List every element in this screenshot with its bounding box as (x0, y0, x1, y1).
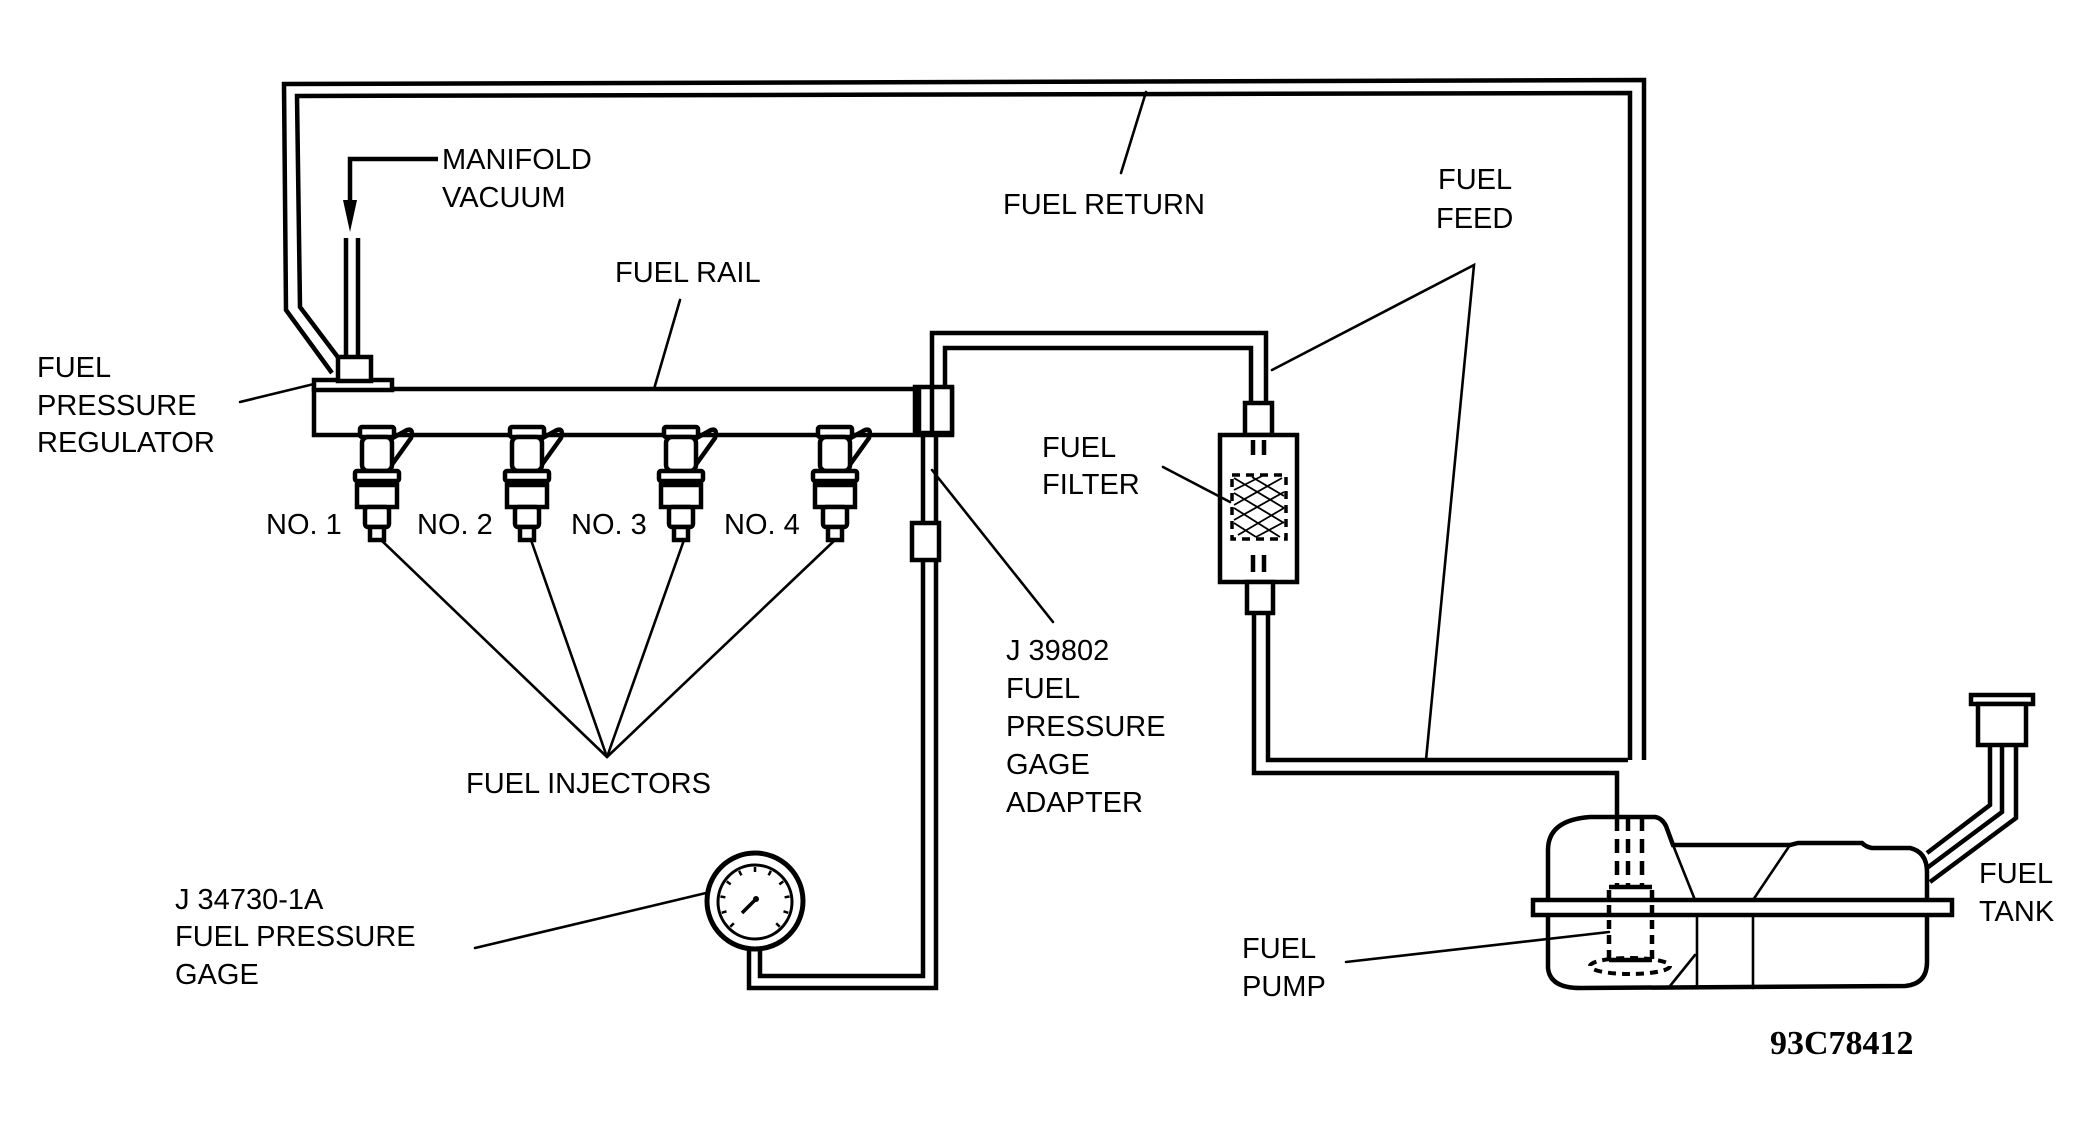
gage-tick (720, 895, 726, 899)
label-fuel-filter-2: FILTER (1042, 469, 1140, 501)
label-manifold-vacuum-1: MANIFOLD (442, 144, 592, 176)
label-adapter-1: J 39802 (1006, 635, 1109, 667)
fuel-filler-neck (1925, 692, 2036, 884)
fuel-pump-leader (1344, 930, 1611, 964)
label-gage-3: GAGE (175, 959, 259, 991)
fuel-injector-3 (656, 424, 719, 543)
fuel-pressure-gage-adapter (746, 384, 955, 991)
label-regulator-2: PRESSURE (37, 390, 197, 422)
label-injector-no-1: NO. 1 (266, 509, 342, 541)
label-fuel-filter-1: FUEL (1042, 432, 1116, 464)
label-fuel-injectors: FUEL INJECTORS (466, 768, 711, 800)
fuel-tank (1530, 814, 1955, 991)
label-fuel-pump-1: FUEL (1242, 933, 1316, 965)
gage-needle (740, 897, 758, 915)
label-adapter-5: ADAPTER (1006, 787, 1143, 819)
gage-leader (473, 891, 708, 950)
fuel-injectors (352, 424, 873, 543)
fuel-injector-4 (810, 424, 873, 543)
label-fuel-tank-1: FUEL (1979, 858, 2053, 890)
label-injector-no-2: NO. 2 (417, 509, 493, 541)
label-gage-1: J 34730-1A (175, 884, 324, 916)
adapter-leader (930, 468, 1055, 624)
leader-lines (238, 90, 1611, 964)
label-manifold-vacuum-2: VACUUM (442, 182, 566, 214)
injector-3-leader (605, 538, 686, 759)
injector-4-leader (605, 538, 837, 759)
gage-tick (784, 895, 790, 899)
fuel-filter-leader (1161, 465, 1232, 504)
label-gage-2: FUEL PRESSURE (175, 921, 416, 953)
fuel-return-line (281, 77, 1647, 760)
label-injector-no-4: NO. 4 (724, 509, 800, 541)
fuel-injector-1 (352, 424, 415, 543)
fuel-pressure-regulator (311, 354, 395, 393)
fuel-injector-2 (502, 424, 565, 543)
label-fuel-return: FUEL RETURN (1003, 189, 1205, 221)
labels: MANIFOLD VACUUM FUEL RETURN FUEL FEED FU… (37, 144, 2055, 1062)
regulator-leader (238, 382, 316, 404)
injector-2-leader (529, 538, 609, 759)
label-regulator-3: REGULATOR (37, 427, 215, 459)
label-fuel-feed-1: FUEL (1438, 164, 1512, 196)
gage-tick (783, 910, 789, 914)
label-adapter-4: GAGE (1006, 749, 1090, 781)
gage-tick (725, 880, 732, 886)
fuel-pressure-gage (704, 850, 806, 952)
injector-1-leader (379, 538, 609, 759)
label-regulator-1: FUEL (37, 352, 111, 384)
fuel-filter (1217, 400, 1300, 616)
part-number: 93C78412 (1770, 1025, 1914, 1062)
gage-tick (775, 922, 781, 928)
gage-tick (767, 870, 773, 876)
fuel-return-leader (1119, 90, 1148, 175)
label-fuel-feed-2: FEED (1436, 203, 1513, 235)
gage-tick (729, 922, 735, 928)
gage-tick (721, 910, 727, 914)
label-adapter-3: PRESSURE (1006, 711, 1166, 743)
label-injector-no-3: NO. 3 (571, 509, 647, 541)
fuel-feed-line (929, 330, 1628, 817)
label-fuel-tank-2: TANK (1979, 896, 2055, 928)
gage-tick (778, 880, 785, 886)
manifold-vacuum-arrow (343, 156, 438, 357)
fuel-rail-leader (652, 298, 682, 391)
label-fuel-rail: FUEL RAIL (615, 257, 761, 289)
gage-tick (737, 870, 743, 876)
fuel-pump (1588, 817, 1672, 976)
label-adapter-2: FUEL (1006, 673, 1080, 705)
label-fuel-pump-2: PUMP (1242, 971, 1326, 1003)
fuel-feed-leader (1270, 262, 1476, 762)
